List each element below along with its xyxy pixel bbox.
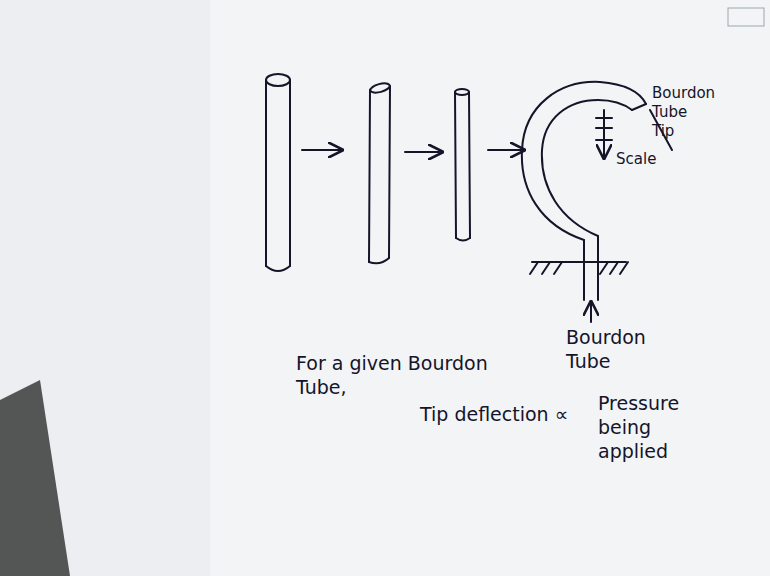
ground-hatch	[530, 262, 628, 274]
hand-shadow	[0, 380, 70, 576]
note-text: For a given Bourdon Tube,	[296, 352, 526, 400]
part-label: Bourdon Tube Tip	[652, 84, 712, 140]
pointer-arrow	[590, 302, 592, 322]
flattened-tube	[455, 89, 470, 241]
page-shade	[0, 0, 210, 576]
arrow	[302, 149, 342, 151]
note-text: Tip deflection ∝	[420, 403, 600, 427]
scale-pointer	[596, 110, 612, 158]
flattened-tube	[369, 82, 391, 264]
arrow	[405, 151, 442, 153]
arrow	[488, 149, 524, 151]
straight-tube	[266, 74, 290, 271]
part-label: Bourdon Tube	[566, 326, 662, 374]
bourdon-tube	[522, 82, 646, 300]
note-text: Pressure being applied	[598, 392, 708, 463]
logo-mark	[728, 8, 764, 26]
part-label: Scale	[616, 150, 676, 169]
